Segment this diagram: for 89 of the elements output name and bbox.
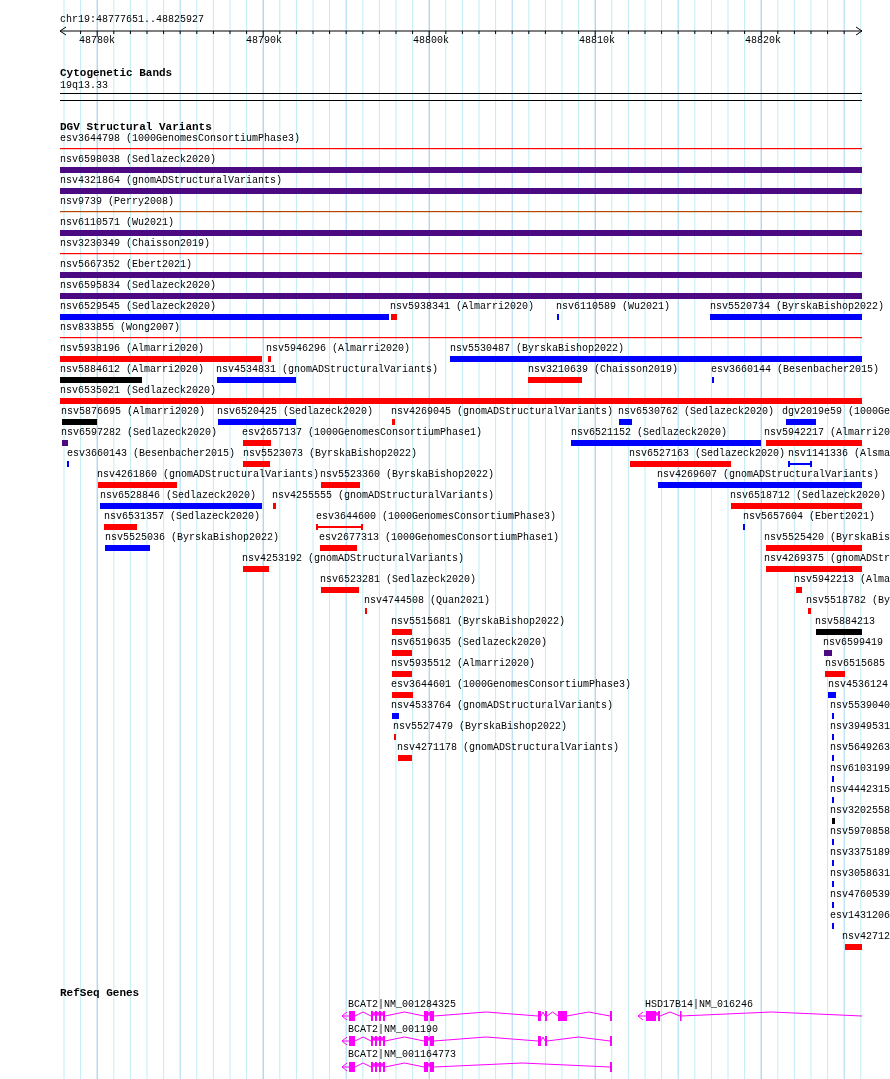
variant-label: nsv6527163 (Sedlazeck2020) [629, 448, 786, 460]
variant-label: nsv5946296 (Almarri2020) [266, 343, 411, 355]
variant-label: nsv5539040 [830, 700, 890, 712]
variant-label: nsv5518782 (By [806, 595, 890, 607]
variant-label: nsv6103199 [830, 763, 890, 775]
variant-label: nsv833855 (Wong2007) [60, 322, 181, 334]
variant-label: nsv5970858 [830, 826, 890, 838]
variant-label: nsv4269607 (gnomADStructuralVariants) [657, 469, 880, 481]
variant-label: dgv2019e59 (1000Ge [782, 406, 890, 418]
variant-label: nsv4534831 (gnomADStructuralVariants) [216, 364, 439, 376]
variant-label: nsv6535021 (Sedlazeck2020) [60, 385, 217, 397]
variant-label: nsv5523073 (ByrskaBishop2022) [243, 448, 418, 460]
variant-label: nsv5876695 (Almarri2020) [61, 406, 206, 418]
variant-label: nsv4269045 (gnomADStructuralVariants) [391, 406, 614, 418]
variant-label: nsv6520425 (Sedlazeck2020) [217, 406, 374, 418]
variant-label: nsv5667352 (Ebert2021) [60, 259, 193, 271]
variant-label: esv2677313 (1000GenomesConsortiumPhase1) [319, 532, 560, 544]
variant-label: nsv5525036 (ByrskaBishop2022) [105, 532, 280, 544]
variant-label: nsv5520734 (ByrskaBishop2022) [710, 301, 885, 313]
variant-label: esv3644600 (1000GenomesConsortiumPhase3) [316, 511, 557, 523]
variant-label: nsv6528846 (Sedlazeck2020) [100, 490, 257, 502]
variant-label: nsv5884213 [815, 616, 875, 628]
variant-label: nsv4271178 (gnomADStructuralVariants) [397, 742, 620, 754]
variant-label: nsv5523360 (ByrskaBishop2022) [320, 469, 495, 481]
variant-label: nsv4261860 (gnomADStructuralVariants) [97, 469, 320, 481]
variant-label: nsv42712 [842, 931, 890, 943]
variant-label: nsv5942213 (Alma [794, 574, 890, 586]
variant-label: nsv5530487 (ByrskaBishop2022) [450, 343, 625, 355]
variant-label: nsv1141336 (Alsma [788, 448, 890, 460]
tick-label: 48780k [79, 35, 115, 47]
variant-label: nsv4744508 (Quan2021) [364, 595, 491, 607]
tick-label: 48810k [579, 35, 615, 47]
variant-label: nsv3210639 (Chaisson2019) [528, 364, 679, 376]
variant-label: nsv5884612 (Almarri2020) [60, 364, 205, 376]
variant-label: nsv6598038 (Sedlazeck2020) [60, 154, 217, 166]
variant-label: nsv3058631 [830, 868, 890, 880]
variant-label: nsv5649263 [830, 742, 890, 754]
variant-label: esv3644798 (1000GenomesConsortiumPhase3) [60, 133, 301, 145]
variant-label: nsv6523281 (Sedlazeck2020) [320, 574, 477, 586]
variant-label: esv3660144 (Besenbacher2015) [711, 364, 880, 376]
variant-label: nsv6518712 (Sedlazeck2020) [730, 490, 887, 502]
variant-label: nsv4442315 [830, 784, 890, 796]
variant-label: nsv5942217 (Almarri20 [764, 427, 890, 439]
variant-label: nsv6597282 (Sedlazeck2020) [61, 427, 218, 439]
variant-label: esv3644601 (1000GenomesConsortiumPhase3) [391, 679, 632, 691]
variant-label: nsv6599419 [823, 637, 883, 649]
variant-label: nsv6519635 (Sedlazeck2020) [391, 637, 548, 649]
variant-label: nsv4321864 (gnomADStructuralVariants) [60, 175, 283, 187]
variant-label: nsv4269375 (gnomADStr [764, 553, 890, 565]
variant-label: nsv4253192 (gnomADStructuralVariants) [242, 553, 465, 565]
variant-label: nsv4536124 [828, 679, 888, 691]
tick-label: 48820k [745, 35, 781, 47]
variant-label: nsv5657604 (Ebert2021) [743, 511, 876, 523]
variant-label: nsv5527479 (ByrskaBishop2022) [393, 721, 568, 733]
gene-label: BCAT2|NM_001284325 [348, 999, 457, 1011]
gene-label: BCAT2|NM_001164773 [348, 1049, 457, 1061]
variant-label: nsv9739 (Perry2008) [60, 196, 175, 208]
variant-label: nsv4533764 (gnomADStructuralVariants) [391, 700, 614, 712]
coordinate-label: 19q13.33 [60, 80, 108, 92]
track-title: DGV Structural Variants [60, 121, 212, 133]
variant-label: nsv4255555 (gnomADStructuralVariants) [272, 490, 495, 502]
tick-label: 48790k [246, 35, 282, 47]
variant-label: nsv6110571 (Wu2021) [60, 217, 175, 229]
variant-label: nsv6515685 [825, 658, 885, 670]
variant-label: esv1431206 [830, 910, 890, 922]
variant-label: nsv5938196 (Almarri2020) [60, 343, 205, 355]
tick-label: 48800k [413, 35, 449, 47]
coordinate-label: chr19:48777651..48825927 [60, 14, 205, 26]
variant-label: nsv6110589 (Wu2021) [556, 301, 671, 313]
variant-label: nsv6521152 (Sedlazeck2020) [571, 427, 728, 439]
variant-label: nsv3949531 [830, 721, 890, 733]
variant-label: nsv5938341 (Almarri2020) [390, 301, 535, 313]
variant-label: nsv6530762 (Sedlazeck2020) [618, 406, 775, 418]
variant-label: nsv5515681 (ByrskaBishop2022) [391, 616, 566, 628]
variant-label: esv2657137 (1000GenomesConsortiumPhase1) [242, 427, 483, 439]
track-title: Cytogenetic Bands [60, 67, 173, 79]
variant-label: nsv4760539 [830, 889, 890, 901]
gene-label: BCAT2|NM_001190 [348, 1024, 438, 1036]
variant-label: nsv6531357 (Sedlazeck2020) [104, 511, 261, 523]
track-title: RefSeq Genes [60, 987, 140, 999]
variant-label: esv3660143 (Besenbacher2015) [67, 448, 236, 460]
variant-label: nsv6529545 (Sedlazeck2020) [60, 301, 217, 313]
variant-label: nsv6595834 (Sedlazeck2020) [60, 280, 217, 292]
variant-label: nsv3375189 [830, 847, 890, 859]
variant-label: nsv5525420 (ByrskaBis [764, 532, 890, 544]
variant-label: nsv3230349 (Chaisson2019) [60, 238, 211, 250]
variant-label: nsv3202558 [830, 805, 890, 817]
variant-label: nsv5935512 (Almarri2020) [391, 658, 536, 670]
gene-label: HSD17B14|NM_016246 [645, 999, 754, 1011]
